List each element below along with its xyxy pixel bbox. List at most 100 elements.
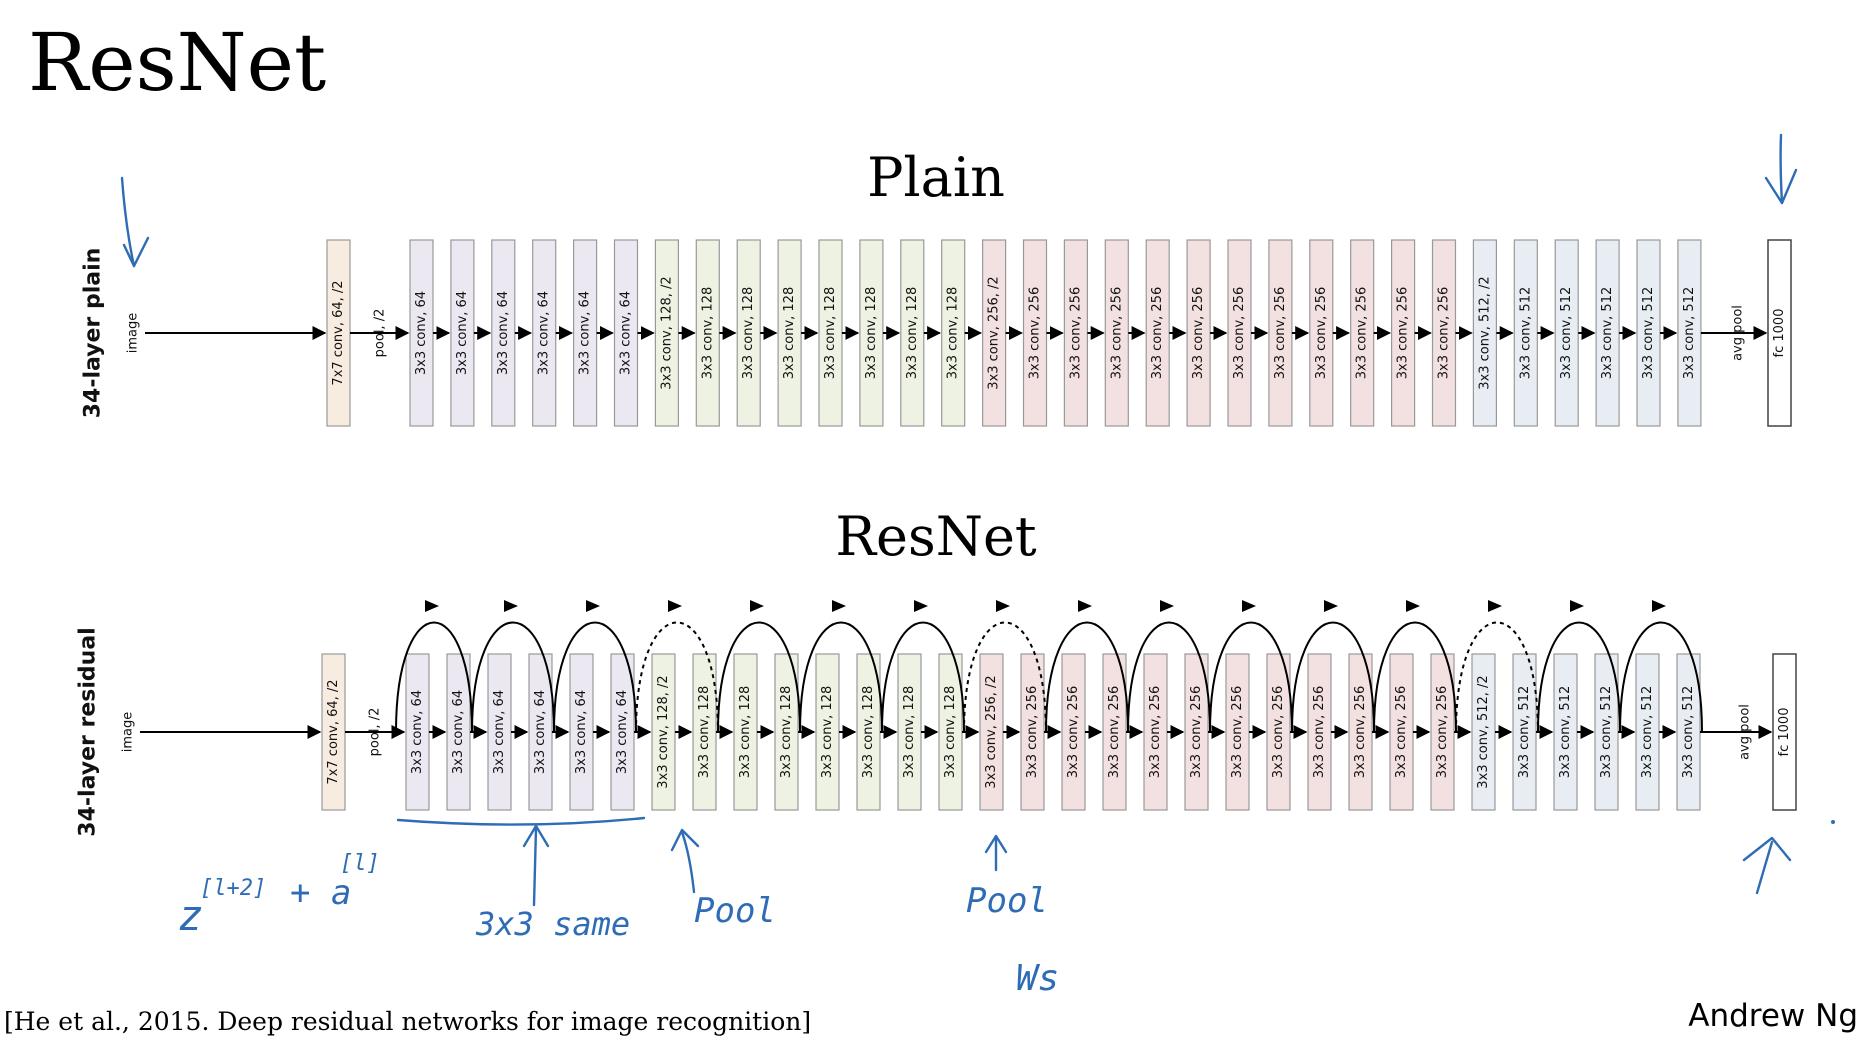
a-superscript: [l] bbox=[340, 851, 380, 876]
conv-block-label: 3x3 conv, 512, /2 bbox=[1477, 276, 1492, 389]
projection-shortcut bbox=[635, 621, 719, 733]
projection-shortcut bbox=[1455, 621, 1539, 733]
z-term: z bbox=[178, 891, 203, 940]
conv-block-label: 3x3 conv, 64 bbox=[410, 690, 425, 774]
conv-block-label: 3x3 conv, 128 bbox=[861, 686, 876, 778]
same-arrow-shaft bbox=[532, 826, 538, 907]
conv-block-label: 3x3 conv, 64 bbox=[451, 690, 466, 774]
resnet-heading: ResNet bbox=[835, 505, 1037, 568]
shortcut-arrowhead bbox=[1488, 600, 1502, 612]
shortcut-arrowhead bbox=[996, 600, 1010, 612]
pool-note-1: Pool bbox=[694, 891, 776, 931]
shortcut-arrowhead bbox=[832, 600, 846, 612]
identity-shortcut bbox=[1209, 621, 1293, 733]
conv-block-label: 3x3 conv, 256 bbox=[1312, 686, 1327, 778]
conv-block-label: 3x3 conv, 256 bbox=[1189, 686, 1204, 778]
conv-block-label: 3x3 conv, 256 bbox=[1273, 287, 1288, 379]
identity-shortcut bbox=[881, 621, 965, 733]
same-arrow-head bbox=[522, 824, 550, 848]
conv-block-label: 3x3 conv, 256 bbox=[1394, 686, 1409, 778]
identity-shortcut bbox=[1537, 621, 1621, 733]
pool2-arrow-head bbox=[984, 834, 1008, 854]
conv-block-label: 3x3 conv, 128 bbox=[779, 686, 794, 778]
conv-block-label: 3x3 conv, 128 bbox=[902, 686, 917, 778]
shortcut-arrowhead bbox=[425, 600, 439, 612]
plain-input-arrow-head bbox=[122, 236, 150, 268]
conv-block-label: 3x3 conv, 512 bbox=[1641, 287, 1656, 379]
identity-shortcut bbox=[553, 621, 637, 733]
conv-block-label: 3x3 conv, 256 bbox=[1148, 686, 1163, 778]
conv-block-label: 3x3 conv, 512 bbox=[1681, 686, 1696, 778]
input-label: image bbox=[121, 712, 136, 753]
conv-block-label: 3x3 conv, 512 bbox=[1558, 686, 1573, 778]
conv-block-label: 3x3 conv, 128 bbox=[946, 287, 961, 379]
shortcut-arrowhead bbox=[504, 600, 518, 612]
conv-block-label: 3x3 conv, 512 bbox=[1599, 686, 1614, 778]
conv-block-label: 3x3 conv, 64 bbox=[492, 690, 507, 774]
input-label: image bbox=[126, 313, 141, 354]
conv-block-label: 3x3 conv, 128 bbox=[905, 287, 920, 379]
identity-shortcut bbox=[1045, 621, 1129, 733]
conv-block-label: 3x3 conv, 64 bbox=[615, 690, 630, 774]
conv-block-label: 3x3 conv, 256 bbox=[1028, 287, 1043, 379]
conv-block-label: 3x3 conv, 256 bbox=[1232, 287, 1247, 379]
stem-conv-label: 7x7 conv, 64, /2 bbox=[326, 679, 341, 784]
conv-block-label: 3x3 conv, 128 bbox=[823, 287, 838, 379]
conv-block-label: 3x3 conv, 64 bbox=[619, 291, 634, 375]
conv-block-label: 3x3 conv, 128, /2 bbox=[656, 675, 671, 788]
fc-label: fc 1000 bbox=[1772, 309, 1787, 358]
conv-block-label: 3x3 conv, 128 bbox=[943, 686, 958, 778]
identity-shortcut bbox=[717, 621, 801, 733]
conv-block-label: 3x3 conv, 64 bbox=[537, 291, 552, 375]
conv-block-label: 3x3 conv, 128 bbox=[738, 686, 753, 778]
conv-block-label: 3x3 conv, 64 bbox=[578, 291, 593, 375]
shortcut-arrowhead bbox=[1652, 600, 1666, 612]
z-superscript: [l+2] bbox=[200, 876, 266, 901]
conv-block-label: 3x3 conv, 256 bbox=[1353, 686, 1368, 778]
shortcut-arrowhead bbox=[914, 600, 928, 612]
conv-block-label: 3x3 conv, 512 bbox=[1640, 686, 1655, 778]
conv-block-label: 3x3 conv, 128 bbox=[741, 287, 756, 379]
plain-heading: Plain bbox=[867, 146, 1005, 209]
ink-dot bbox=[1831, 820, 1835, 824]
identity-shortcut bbox=[1291, 621, 1375, 733]
conv-block-label: 3x3 conv, 256 bbox=[1314, 287, 1329, 379]
identity-shortcut bbox=[395, 621, 473, 733]
conv-block-label: 3x3 conv, 64 bbox=[455, 291, 470, 375]
pool1-arrow-head bbox=[670, 828, 700, 852]
page-title: ResNet bbox=[28, 16, 326, 109]
conv-block-label: 3x3 conv, 256, /2 bbox=[984, 675, 999, 788]
shortcut-arrowhead bbox=[668, 600, 682, 612]
conv-block-label: 3x3 conv, 64 bbox=[574, 690, 589, 774]
same-note: 3x3 same bbox=[475, 905, 630, 943]
row-side-label: 34-layer plain bbox=[81, 248, 106, 419]
conv-block-label: 3x3 conv, 128 bbox=[700, 287, 715, 379]
plain-input-arrow-shaft bbox=[120, 176, 136, 268]
conv-block-label: 3x3 conv, 64 bbox=[533, 690, 548, 774]
plain-output-arrow-shaft bbox=[1779, 133, 1784, 205]
conv-block-label: 3x3 conv, 512 bbox=[1517, 686, 1532, 778]
identity-shortcut bbox=[1373, 621, 1457, 733]
citation: [He et al., 2015. Deep residual networks… bbox=[4, 1007, 811, 1036]
conv-block-label: 3x3 conv, 256 bbox=[1230, 686, 1245, 778]
conv-block-label: 3x3 conv, 128 bbox=[782, 287, 797, 379]
fc-label: fc 1000 bbox=[1777, 708, 1792, 757]
author-credit: Andrew Ng bbox=[1688, 998, 1858, 1034]
conv-block-label: 3x3 conv, 512 bbox=[1518, 287, 1533, 379]
shortcut-arrowhead bbox=[1570, 600, 1584, 612]
ws-note: Ws bbox=[1016, 958, 1059, 999]
conv-block-label: 3x3 conv, 128 bbox=[820, 686, 835, 778]
conv-block-label: 3x3 conv, 256 bbox=[1191, 287, 1206, 379]
conv-block-label: 3x3 conv, 512, /2 bbox=[1476, 675, 1491, 788]
conv-block-label: 3x3 conv, 256 bbox=[1355, 287, 1370, 379]
conv-block-label: 3x3 conv, 256 bbox=[1396, 287, 1411, 379]
conv-block-label: 3x3 conv, 128 bbox=[864, 287, 879, 379]
projection-shortcut bbox=[963, 621, 1047, 733]
shortcut-arrowhead bbox=[1324, 600, 1338, 612]
plain-output-arrow-head bbox=[1764, 168, 1798, 205]
conv-block-label: 3x3 conv, 512 bbox=[1559, 287, 1574, 379]
conv-block-label: 3x3 conv, 256 bbox=[1068, 287, 1083, 379]
fc-block bbox=[1772, 653, 1797, 811]
conv-block-label: 3x3 conv, 512 bbox=[1682, 287, 1697, 379]
